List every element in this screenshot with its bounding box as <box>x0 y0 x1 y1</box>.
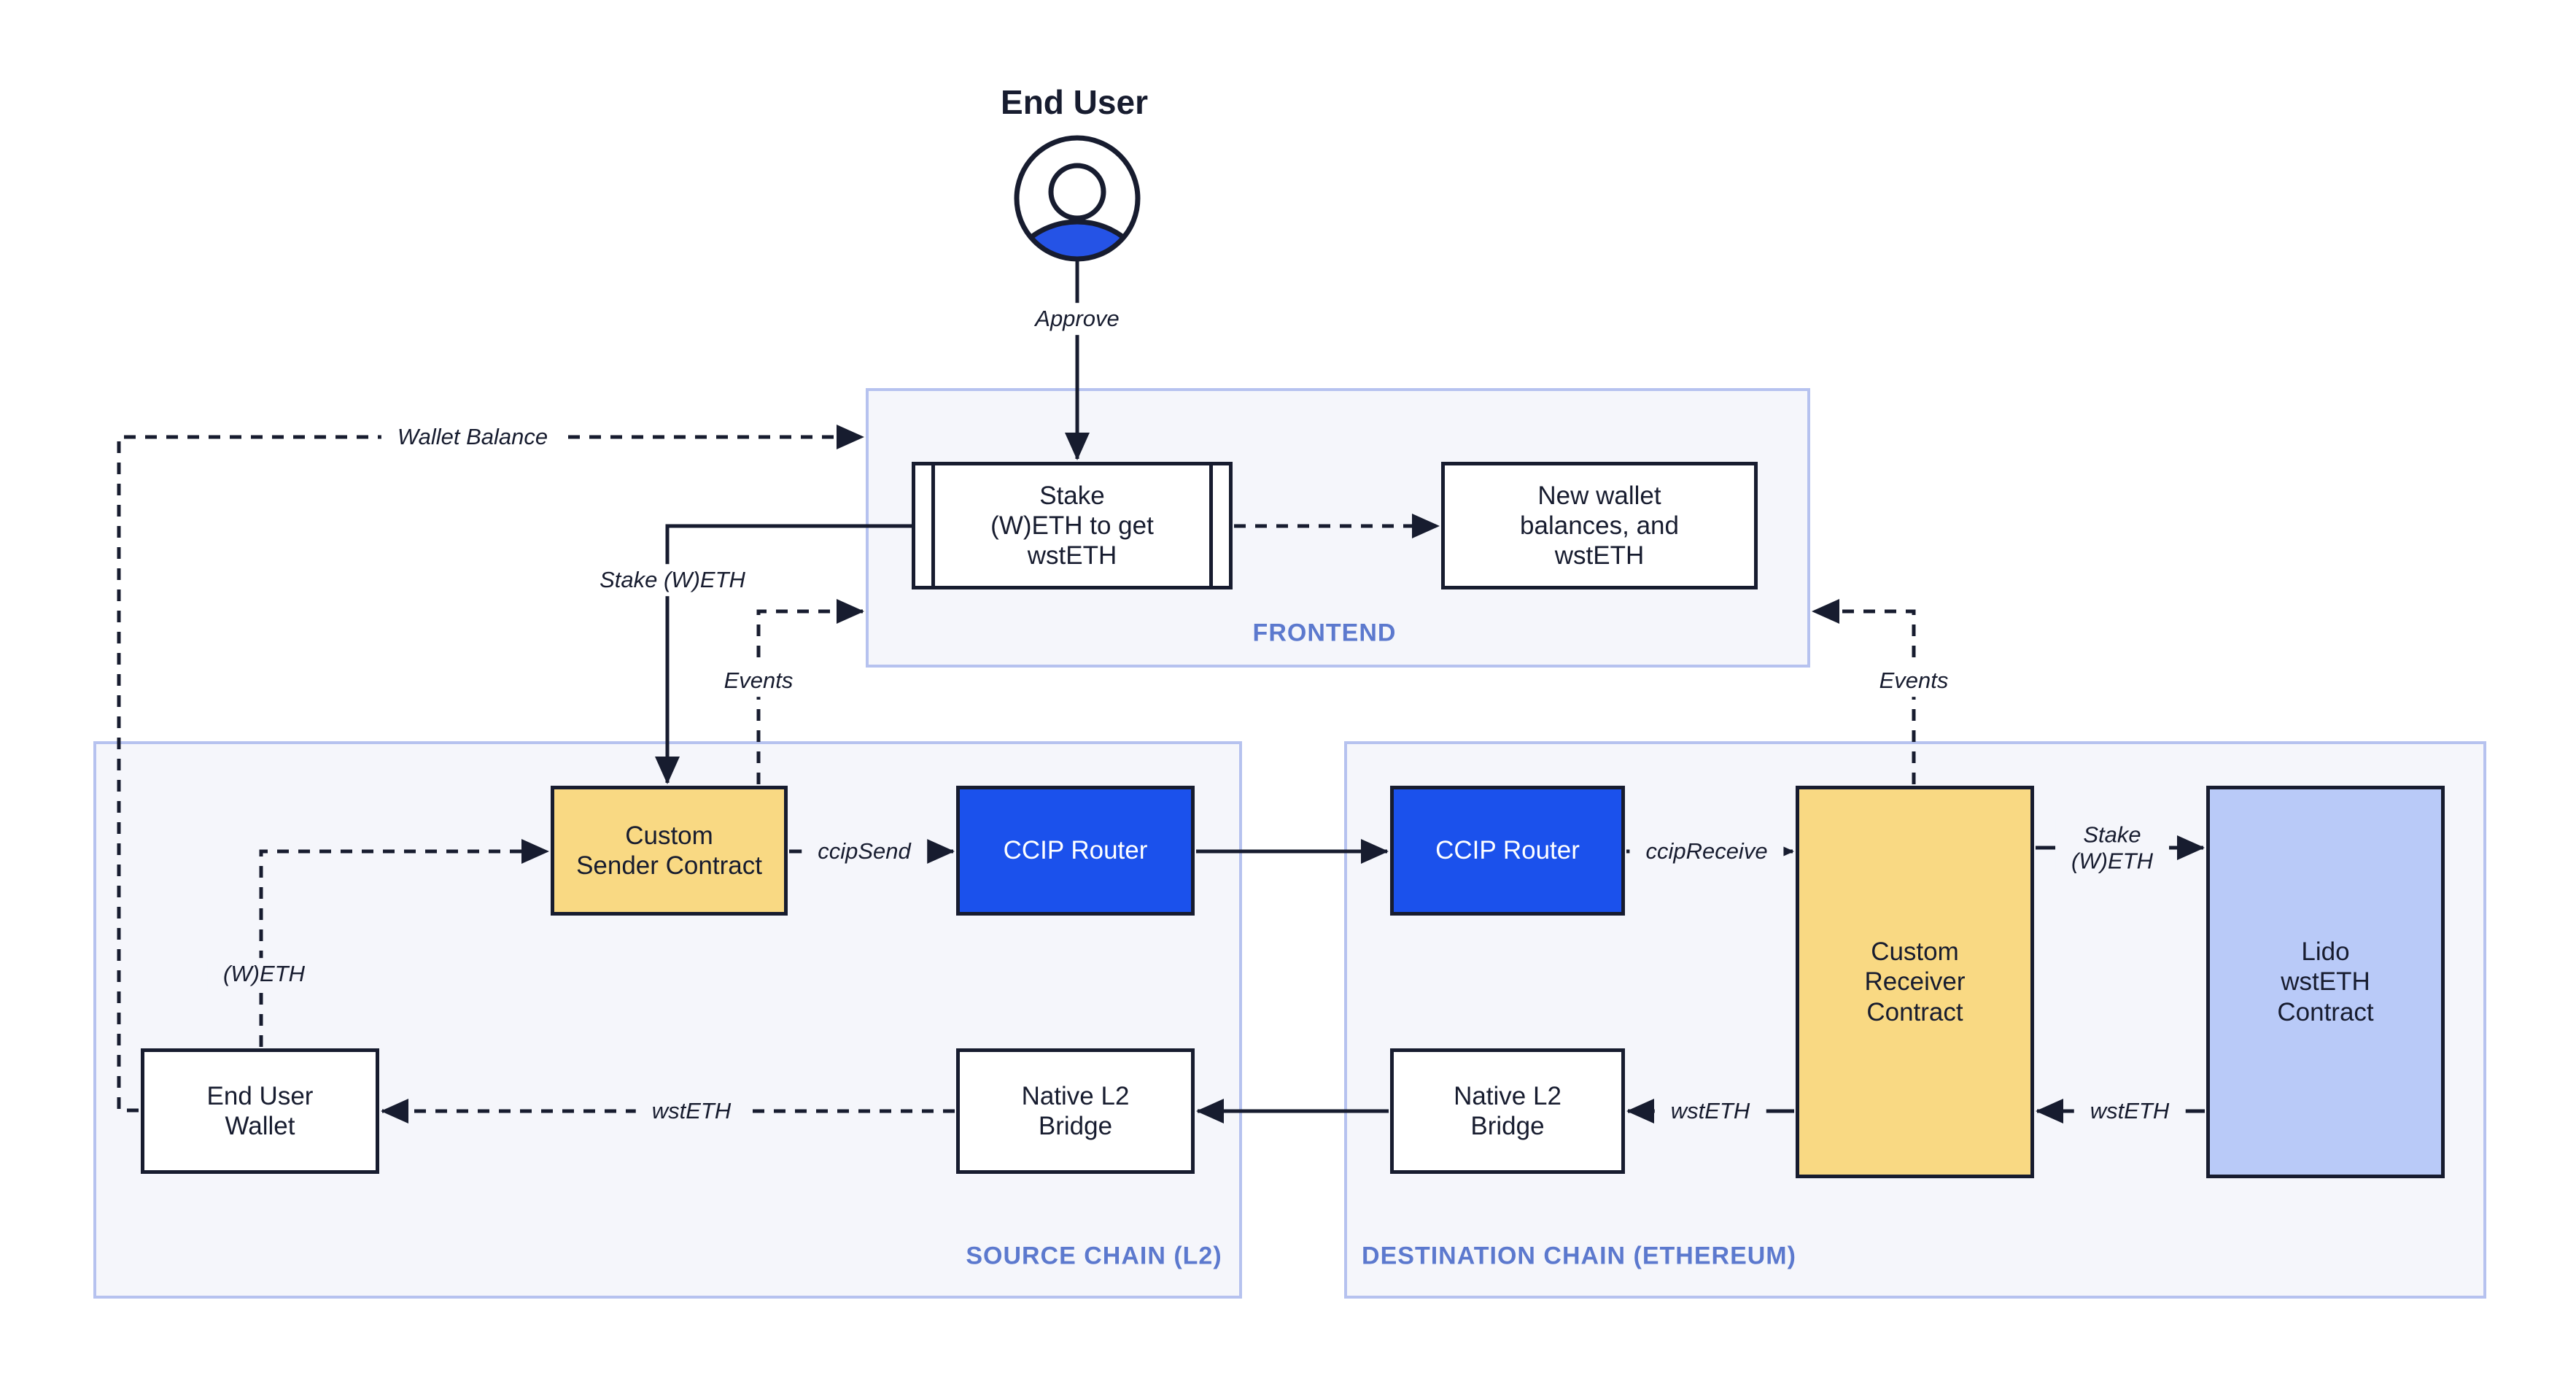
stake-box-left-bar <box>931 465 935 587</box>
ccipreceive-label: ccipReceive <box>1629 835 1784 867</box>
native-l2-bridge-source: Native L2 Bridge <box>956 1048 1195 1174</box>
edge-events-right <box>1812 599 1916 784</box>
lido-wsteth-contract: Lido wstETH Contract <box>2206 786 2445 1178</box>
edge-events-left <box>756 599 864 784</box>
stake-weth-box[interactable]: Stake (W)ETH to get wstETH <box>912 462 1233 589</box>
end-user-wallet: End User Wallet <box>141 1048 379 1174</box>
end-user-title: End User <box>1001 83 1148 121</box>
native-l2-bridge-destination: Native L2 Bridge <box>1390 1048 1625 1174</box>
wsteth-to-wallet-label: wstETH <box>635 1095 748 1127</box>
frontend-label: FRONTEND <box>1252 619 1397 647</box>
ccipsend-label: ccipSend <box>802 835 927 867</box>
weth-label: (W)ETH <box>207 958 321 990</box>
new-wallet-balances-box: New wallet balances, and wstETH <box>1441 462 1758 589</box>
destination-chain-label: DESTINATION CHAIN (ETHEREUM) <box>1362 1242 1796 1270</box>
stake-box-right-bar <box>1209 465 1213 587</box>
approve-label: Approve <box>1019 303 1136 335</box>
ccip-router-destination: CCIP Router <box>1390 786 1625 916</box>
end-user-icon <box>1014 135 1141 262</box>
source-chain-label: SOURCE CHAIN (L2) <box>966 1242 1222 1270</box>
wsteth-from-lido-label: wstETH <box>2073 1095 2186 1127</box>
wallet-balance-label: Wallet Balance <box>381 421 565 453</box>
wsteth-to-bridge-label: wstETH <box>1654 1095 1766 1127</box>
edge-wallet-balance <box>117 425 864 1113</box>
ccip-router-source: CCIP Router <box>956 786 1195 916</box>
stake-weth-dest-label: Stake (W)ETH <box>2055 819 2169 877</box>
events-left-label: Events <box>707 665 810 697</box>
stake-weth-label: Stake (W)ETH <box>583 564 761 596</box>
edge-weth <box>259 839 549 1047</box>
custom-sender-contract: Custom Sender Contract <box>551 786 788 916</box>
custom-receiver-contract: Custom Receiver Contract <box>1796 786 2034 1178</box>
edge-stake-weth <box>655 524 914 784</box>
events-right-label: Events <box>1863 665 1965 697</box>
